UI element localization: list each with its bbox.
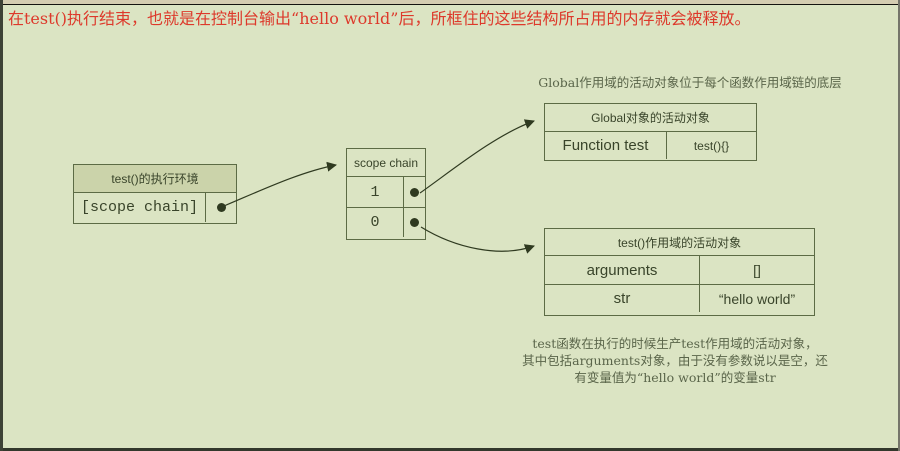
test-activation-header: test()作用域的活动对象 (545, 229, 814, 256)
global-row-value: test(){} (666, 132, 756, 159)
test-note-line: 其中包括arguments对象，由于没有参数说以是空，还 (522, 353, 828, 368)
test-note-line: test函数在执行的时候生产test作用域的活动对象， (532, 336, 818, 351)
execution-environment-header: test()的执行环境 (74, 165, 236, 193)
scope-chain-box: scope chain 1 0 (346, 148, 426, 240)
execution-environment-box: test()的执行环境 [scope chain] (73, 164, 237, 224)
pointer-dot (216, 203, 226, 212)
global-activation-table: Global对象的活动对象 Function test test(){} (544, 103, 757, 161)
global-note: Global作用域的活动对象位于每个函数作用域链的底层 (538, 75, 842, 90)
frame-bottom-edge (0, 448, 900, 451)
scope-index-1-cell: 1 (370, 183, 380, 201)
str-value-cell: “hello world” (699, 285, 814, 312)
global-row-name: Function test (562, 137, 649, 154)
test-activation-table: test()作用域的活动对象 arguments [] str “hello w… (544, 228, 815, 316)
title-text: 在test()执行结束，也就是在控制台输出“hello world”后，所框住的… (8, 9, 751, 28)
scope-chain-ref-cell: [scope chain] (80, 199, 199, 216)
test-note: test函数在执行的时候生产test作用域的活动对象， 其中包括argument… (450, 335, 900, 386)
table-row: arguments [] (545, 256, 814, 284)
test-note-line: 有变量值为“hello world”的变量str (574, 370, 776, 385)
frame-top-edge (0, 0, 900, 5)
frame-left-edge (0, 0, 3, 451)
frame-right-edge (898, 0, 900, 451)
pointer-dot (410, 187, 419, 197)
global-activation-header: Global对象的活动对象 (545, 104, 756, 132)
scope-index-0-cell: 0 (370, 214, 380, 231)
scope-chain-header: scope chain (347, 149, 425, 177)
table-row: str “hello world” (545, 284, 814, 312)
arguments-name-cell: arguments (586, 261, 658, 279)
table-row: 1 (347, 177, 425, 207)
pointer-cell (205, 193, 236, 222)
str-name-cell: str (613, 290, 631, 307)
arrow-scope0-to-test (420, 226, 535, 254)
pointer-cell (403, 177, 425, 207)
arguments-value-cell: [] (699, 256, 814, 284)
pointer-dot (410, 218, 419, 227)
arrow-env-to-scopechain (223, 161, 337, 207)
arrow-scope1-to-global (419, 119, 535, 194)
pointer-cell (403, 208, 425, 237)
table-row: [scope chain] (74, 193, 236, 222)
table-row: Function test test(){} (545, 132, 756, 159)
table-row: 0 (347, 207, 425, 237)
